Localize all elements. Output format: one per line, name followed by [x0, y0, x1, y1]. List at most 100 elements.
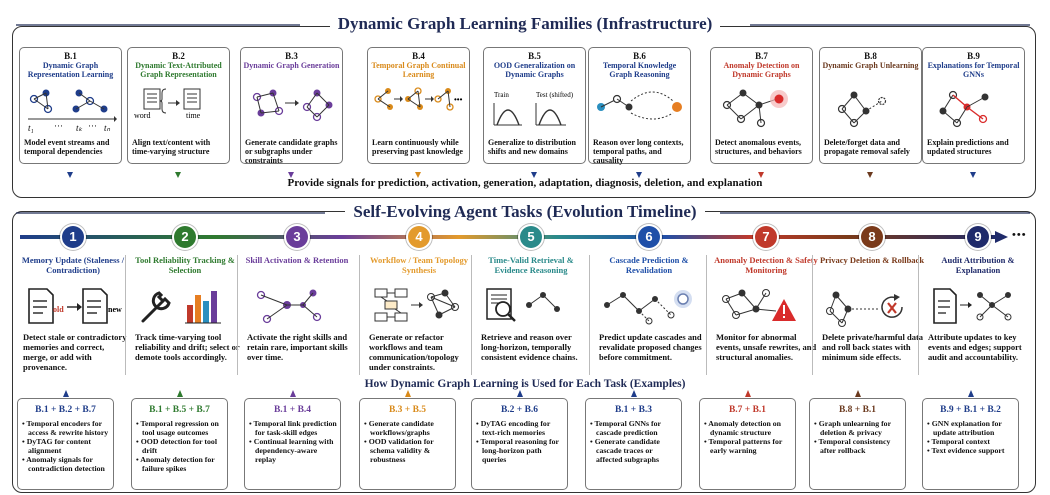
- example-code: B.8 + B.1: [838, 405, 877, 415]
- task-title: Workflow / Team Topology Synthesis: [369, 255, 468, 275]
- task-step-number: 2: [174, 226, 196, 248]
- task-separator: [471, 255, 472, 375]
- example-list: • Generate candidate workflows/graphs• O…: [364, 419, 453, 464]
- svg-text:tₖ: tₖ: [76, 123, 83, 133]
- family-code: B.4: [412, 51, 425, 61]
- family-code: B.1: [64, 51, 77, 61]
- task-step-number: 8: [861, 226, 883, 248]
- family-card-b-7: B.7 Anomaly Detection on Dynamic Graphs …: [710, 47, 813, 164]
- family-illustration: [245, 85, 338, 133]
- task-title: Time-Valid Retrieval & Evidence Reasonin…: [488, 255, 574, 275]
- example-item: • Anomaly detection for failure spikes: [136, 455, 215, 473]
- example-item: • Temporal encoders for access & rewrite…: [22, 419, 109, 437]
- example-list: • Temporal encoders for access & rewrite…: [22, 419, 111, 473]
- example-card-1: B.1 + B.2 + B.7 • Temporal encoders for a…: [17, 398, 114, 490]
- task-column-4: Workflow / Team Topology Synthesis Gener…: [363, 255, 475, 375]
- family-down-arrow: [970, 172, 976, 178]
- family-down-arrow: [531, 172, 537, 178]
- example-list: • Temporal link prediction for task-skil…: [249, 419, 338, 464]
- example-up-arrow: [745, 390, 751, 397]
- family-description: Align text/content with time-varying str…: [132, 138, 211, 156]
- example-card-7: B.7 + B.1• Anomaly detection on dynamic …: [699, 398, 796, 490]
- example-item: • GNN explanation for update attribution: [927, 419, 1002, 437]
- example-item: • Continual learning with dependency-awa…: [249, 437, 334, 464]
- svg-text:tₙ: tₙ: [104, 123, 111, 133]
- family-code: B.5: [528, 51, 541, 61]
- task-illustration: [369, 285, 469, 327]
- example-list: • DyTAG encoding for text-rich memories•…: [476, 419, 565, 464]
- family-description: Model event streams and temporal depende…: [24, 138, 110, 156]
- task-description: Activate the right skills and retain rar…: [247, 332, 348, 362]
- example-up-arrow: [405, 390, 411, 397]
- example-item: • Anomaly detection on dynamic structure: [704, 419, 782, 437]
- task-description: Detect stale or contradictory memories a…: [23, 332, 127, 372]
- task-separator: [706, 255, 707, 375]
- task-description: Predict update cascades and revalidate p…: [599, 332, 702, 362]
- family-down-arrow: [636, 172, 642, 178]
- svg-text:···: ···: [88, 121, 97, 131]
- example-item: • Temporal patterns for early warning: [704, 437, 783, 455]
- example-card-4: B.3 + B.5 • Generate candidate workflows/…: [359, 398, 456, 490]
- task-description: Attribute updates to key events and edge…: [928, 332, 1022, 362]
- task-illustration: old new: [23, 285, 123, 327]
- example-card-3: B.1 + B.4• Temporal link prediction for …: [244, 398, 341, 490]
- example-item: • Temporal link prediction for task-skil…: [249, 419, 337, 437]
- family-title: Dynamic Text-Attributed Graph Representa…: [135, 61, 222, 79]
- family-title: Dynamic Graph Representation Learning: [27, 61, 114, 79]
- example-list: • GNN explanation for update attribution…: [927, 419, 1016, 455]
- task-step-number: 1: [62, 226, 84, 248]
- example-code: B.2 + B.6: [500, 405, 539, 415]
- family-description: Delete/forget data and propagate removal…: [824, 138, 910, 156]
- family-description: Detect anomalous events, structures, and…: [715, 138, 802, 156]
- family-illustration: [927, 85, 1020, 133]
- family-card-b-5: B.5 OOD Generalization on Dynamic Graphs…: [483, 47, 586, 164]
- family-down-arrow: [288, 172, 294, 178]
- task-description: Retrieve and reason over long-horizon, t…: [481, 332, 578, 362]
- example-up-arrow: [968, 390, 974, 397]
- family-title: OOD Generalization on Dynamic Graphs: [493, 61, 576, 79]
- example-up-arrow: [631, 390, 637, 397]
- task-column-3: Skill Activation & Retention Activate th…: [241, 255, 353, 375]
- task-column-5: Time-Valid Retrieval & Evidence Reasonin…: [475, 255, 587, 375]
- howto-title: How Dynamic Graph Learning is Used for E…: [364, 378, 686, 390]
- example-list: • Temporal GNNs for cascade prediction• …: [590, 419, 679, 464]
- family-code: B.3: [285, 51, 298, 61]
- family-title: Dynamic Graph Unlearning: [822, 61, 919, 70]
- tasks-title-line: [16, 212, 1030, 214]
- task-title: Memory Update (Staleness / Contradiction…: [21, 255, 125, 275]
- example-item: • DyTAG for content alignment: [22, 437, 91, 455]
- example-code: B.1 + B.2 + B.7: [35, 405, 96, 415]
- family-illustration: t₁ ··· tₖ ··· tₙ: [24, 85, 117, 133]
- example-code: B.3 + B.5: [388, 405, 427, 415]
- task-step-number: 9: [967, 226, 989, 248]
- task-separator: [812, 255, 813, 375]
- example-item: • Temporal consistency after rollback: [814, 437, 891, 455]
- task-column-9: Audit Attribution & Explanation Attribut…: [922, 255, 1034, 375]
- family-description: Generalize to distribution shifts and ne…: [488, 138, 576, 156]
- infrastructure-title: Dynamic Graph Learning Families (Infrast…: [0, 14, 1050, 34]
- family-card-b-8: B.8 Dynamic Graph Unlearning Delete/forg…: [819, 47, 922, 164]
- example-card-2: B.1 + B.5 + B.7• Temporal regression on …: [131, 398, 228, 490]
- task-separator: [918, 255, 919, 375]
- task-description: Track time-varying tool reliability and …: [135, 332, 240, 362]
- svg-text:t₁: t₁: [28, 123, 34, 133]
- family-description: Learn continuously while preserving past…: [372, 138, 463, 156]
- task-column-6: Cascade Prediction & Revalidation Predic…: [593, 255, 705, 375]
- family-down-arrow: [867, 172, 873, 178]
- task-title: Skill Activation & Retention: [245, 255, 349, 265]
- task-separator: [589, 255, 590, 375]
- family-down-arrow: [67, 172, 73, 178]
- task-illustration: [822, 285, 922, 327]
- svg-text:•••: •••: [454, 95, 463, 104]
- family-title: Explanations for Temporal GNNs: [927, 61, 1020, 79]
- task-description: Delete private/harmful data and roll bac…: [822, 332, 924, 362]
- family-description: Reason over long contexts, temporal path…: [593, 138, 684, 165]
- example-up-arrow: [517, 390, 523, 397]
- task-step-number: 6: [638, 226, 660, 248]
- svg-text:Train: Train: [494, 91, 509, 99]
- signal-text: Provide signals for prediction, activati…: [287, 177, 763, 189]
- example-code: B.1 + B.3: [614, 405, 653, 415]
- example-item: • Generate candidate cascade traces or a…: [590, 437, 660, 464]
- infrastructure-title-line: [16, 24, 1030, 26]
- task-title: Cascade Prediction & Revalidation: [609, 255, 689, 275]
